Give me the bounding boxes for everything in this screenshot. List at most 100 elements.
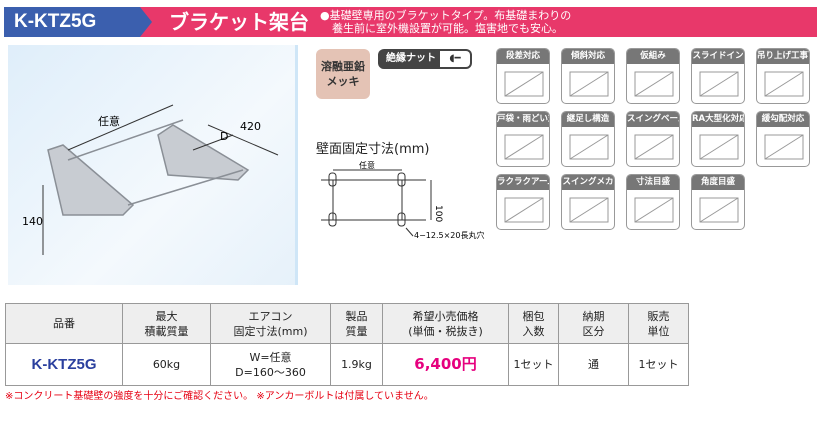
feature-icon: スイングメカ (561, 174, 615, 230)
column-header: 梱包入数 (508, 303, 559, 344)
feature-icon: スライドイン (691, 48, 745, 104)
insulated-nut-badge: 絶縁ナット ◖━ (378, 49, 472, 69)
feature-icon: ラクラクアーム (496, 174, 550, 230)
feature-illustration-icon (497, 64, 549, 103)
cell-pack: 1セット (508, 343, 559, 386)
column-header: 最大積載質量 (122, 303, 211, 344)
feature-label: スイングベース (627, 112, 679, 127)
feature-label: 仮組み (627, 49, 679, 64)
feature-icon: RA大型化対応 (691, 111, 745, 167)
feature-label: 寸法目盛 (627, 175, 679, 190)
table-header-row: 品番最大積載質量エアコン固定寸法(mm)製品質量希望小売価格(単価・税抜き)梱包… (5, 303, 689, 344)
feature-label: 傾斜対応 (562, 49, 614, 64)
feature-icon: 継足し構造 (561, 111, 615, 167)
column-header: 希望小売価格(単価・税抜き) (382, 303, 509, 344)
hole-spec: 4−12.5×20長丸穴 (414, 230, 485, 240)
feature-label: 角度目盛 (692, 175, 744, 190)
dim-420: 420 (240, 120, 261, 133)
cell-weight: 1.9kg (330, 343, 383, 386)
dim-any: 任意 (359, 160, 375, 170)
product-title: ブラケット架台 (169, 10, 309, 34)
desc-line: ●基礎壁専用のブラケットタイプ。布基礎まわりの (320, 9, 572, 22)
cell-model: K-KTZ5G (5, 343, 123, 386)
feature-label: RA大型化対応 (692, 112, 744, 127)
product-photo: 任意 D 420 140 (8, 45, 298, 285)
feature-illustration-icon (562, 190, 614, 229)
feature-icon: 仮組み (626, 48, 680, 104)
header-line: (単価・税抜き) (408, 324, 483, 338)
column-header: エアコン固定寸法(mm) (210, 303, 331, 344)
header-line: 積載質量 (144, 324, 189, 338)
feature-icon: 緩勾配対応 (756, 111, 810, 167)
zinc-plating-badge: 溶融亜鉛メッキ (316, 49, 370, 99)
feature-illustration-icon (757, 64, 809, 103)
feature-illustration-icon (692, 64, 744, 103)
footnote: ※コンクリート基礎壁の強度を十分にご確認ください。 ※アンカーボルトは付属してい… (5, 391, 434, 402)
column-header: 販売単位 (628, 303, 689, 344)
header-line: 区分 (582, 324, 605, 338)
feature-label: 吊り上げ工事可能 (757, 49, 809, 64)
badge-label: 絶縁ナット (386, 53, 436, 64)
feature-icon: 吊り上げ工事可能 (756, 48, 810, 104)
cell-delivery: 通 (558, 343, 629, 386)
feature-label: 緩勾配対応 (757, 112, 809, 127)
feature-icon: スイングベース (626, 111, 680, 167)
cell-unit: 1セット (628, 343, 689, 386)
badge-line: メッキ (326, 75, 360, 88)
header-line: 販売 (647, 309, 670, 323)
column-header: 品番 (5, 303, 123, 344)
arrow-shape (140, 7, 152, 37)
header-line: 質量 (345, 324, 368, 338)
feature-icon: 傾斜対応 (561, 48, 615, 104)
header-line: 品番 (53, 317, 75, 330)
dim-d: D (220, 130, 228, 143)
feature-label: 継足し構造 (562, 112, 614, 127)
feature-icon: 段差対応 (496, 48, 550, 104)
fixing-dimension-title: 壁面固定寸法(mm) (316, 142, 430, 157)
feature-label: 段差対応 (497, 49, 549, 64)
feature-illustration-icon (692, 190, 744, 229)
column-header: 製品質量 (330, 303, 383, 344)
header-bar: K-KTZ5G ブラケット架台 ●基礎壁専用のブラケットタイプ。布基礎まわりの養… (4, 7, 817, 37)
feature-label: スライドイン (692, 49, 744, 64)
header-line: 固定寸法(mm) (233, 324, 308, 338)
feature-illustration-icon (562, 127, 614, 166)
column-header: 納期区分 (558, 303, 629, 344)
header-line: 入数 (522, 324, 545, 338)
header-line: 希望小売価格 (412, 309, 479, 323)
feature-illustration-icon (692, 127, 744, 166)
bolt-icon: ◖━ (440, 51, 470, 67)
feature-illustration-icon (497, 190, 549, 229)
feature-illustration-icon (627, 127, 679, 166)
fix-d: D=160〜360 (235, 365, 306, 379)
feature-icon: 角度目盛 (691, 174, 745, 230)
badge-line: 溶融亜鉛 (321, 60, 365, 73)
model-label: K-KTZ5G (4, 7, 140, 37)
feature-illustration-icon (627, 190, 679, 229)
cell-price: 6,400円 (382, 343, 509, 386)
dim-any: 任意 (98, 114, 120, 128)
feature-label: ラクラクアーム (497, 175, 549, 190)
fix-w: W=任意 (249, 350, 292, 364)
dim-100: 100 (433, 205, 443, 222)
feature-illustration-icon (497, 127, 549, 166)
desc-line: 養生前に室外機設置が可能。塩害地でも安心。 (332, 22, 563, 35)
header-line: エアコン (248, 309, 293, 323)
header-line: 納期 (582, 309, 605, 323)
product-description: ●基礎壁専用のブラケットタイプ。布基礎まわりの養生前に室外機設置が可能。塩害地で… (320, 9, 571, 35)
header-line: 製品 (345, 309, 368, 323)
feature-label: スイングメカ (562, 175, 614, 190)
feature-icon: 戸袋・雨どい対応 (496, 111, 550, 167)
dim-140: 140 (22, 215, 43, 228)
header-line: 最大 (155, 309, 178, 323)
header-line: 梱包 (522, 309, 545, 323)
cell-load: 60kg (122, 343, 211, 386)
fixing-diagram: 任意 100 4−12.5×20長丸穴 (321, 160, 485, 240)
spec-table: 品番最大積載質量エアコン固定寸法(mm)製品質量希望小売価格(単価・税抜き)梱包… (5, 303, 689, 386)
feature-illustration-icon (757, 127, 809, 166)
feature-illustration-icon (562, 64, 614, 103)
feature-label: 戸袋・雨どい対応 (497, 112, 549, 127)
feature-icon: 寸法目盛 (626, 174, 680, 230)
